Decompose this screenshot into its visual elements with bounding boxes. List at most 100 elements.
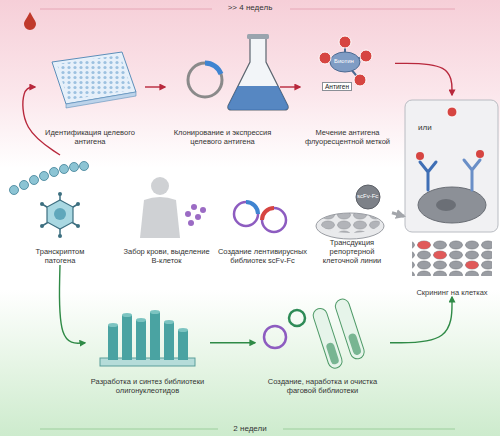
phage-plasmid	[289, 310, 305, 326]
process-step: Разработка и синтез библиотеки олигонукл…	[85, 300, 210, 395]
phage-tubes	[311, 297, 367, 370]
flask	[247, 34, 269, 39]
oligo-synthesis	[150, 310, 160, 314]
transduced-cell	[356, 185, 380, 209]
virus	[42, 194, 78, 236]
oligo-synthesis	[164, 320, 174, 324]
virus	[42, 204, 78, 226]
timeline-line	[40, 429, 218, 430]
molecule-label: Биотин	[334, 58, 354, 65]
process-step: Создание лентивирусных библиотек scFv-Fc	[215, 170, 310, 265]
human-silhouette	[140, 177, 180, 238]
process-step: Забор крови, выделение В-клеток	[120, 170, 213, 265]
b-cells	[185, 211, 191, 217]
transcript-beads	[50, 168, 59, 177]
step-caption: Забор крови, выделение В-клеток	[120, 247, 213, 265]
labeled-antigen	[325, 58, 345, 62]
step-caption: Клонирование и экспрессия целевого антиг…	[165, 128, 280, 146]
oligo-synthesis	[178, 330, 188, 360]
flow-arrow	[23, 87, 60, 155]
transcript-beads	[30, 176, 39, 185]
phage-plasmid	[264, 310, 305, 348]
timeline-line	[40, 9, 455, 10]
process-step: Трансдукция репортерной клеточной линии	[312, 170, 392, 265]
labeled-antigen	[330, 52, 360, 72]
labeled-antigen	[339, 36, 351, 48]
step-caption: Создание, наработка и очистка фаговой би…	[255, 377, 390, 395]
b-cells	[191, 204, 197, 210]
transcript-beads	[80, 162, 89, 171]
step-caption: Мечение антигена флуоресцентной меткой	[300, 128, 395, 146]
phage-tubes	[311, 307, 343, 370]
transcript-beads	[60, 165, 69, 174]
process-step: Транскриптом патогена	[20, 155, 100, 265]
b-cells	[188, 220, 194, 226]
plasmid	[205, 63, 221, 74]
virus	[42, 204, 78, 226]
timeline-line	[283, 429, 455, 430]
virus	[40, 192, 80, 238]
oligo-synthesis	[100, 358, 195, 366]
cell-array	[466, 261, 479, 269]
molecule-label: Антиген	[322, 82, 352, 91]
transcript-beads	[20, 181, 29, 190]
plasmid	[234, 202, 286, 232]
well-plate	[52, 52, 136, 108]
flask	[228, 34, 288, 110]
flow-arrow	[59, 265, 85, 343]
well-plate	[52, 52, 136, 104]
well-plate	[57, 55, 132, 100]
labeled-antigen	[344, 42, 346, 62]
process-step: Создание, наработка и очистка фаговой би…	[255, 300, 390, 395]
virus	[58, 234, 62, 238]
human-silhouette	[140, 197, 180, 238]
screening-panel	[436, 199, 456, 211]
screening-panel	[420, 162, 436, 190]
flow-arrow	[145, 86, 165, 87]
screening-panel	[418, 187, 486, 223]
step-caption: Разработка и синтез библиотеки олигонукл…	[85, 377, 210, 395]
labeled-antigen	[360, 50, 372, 62]
flow-arrow	[280, 86, 300, 87]
transcript-beads	[10, 162, 89, 195]
oligo-synthesis	[178, 328, 188, 332]
phage-tubes	[348, 332, 362, 355]
step-caption: Идентификация целевого антигена	[35, 128, 145, 146]
labeled-antigen	[319, 52, 331, 64]
oligo-synthesis	[150, 312, 160, 360]
virus	[54, 208, 66, 220]
virus	[76, 202, 80, 206]
cell-array	[412, 240, 492, 276]
petri-dish	[320, 213, 380, 233]
plasmid	[188, 63, 222, 97]
virus	[47, 200, 73, 229]
oligo-synthesis	[108, 310, 188, 332]
process-step: Клонирование и экспрессия целевого антиг…	[165, 28, 280, 146]
virus	[76, 224, 80, 228]
flow-arrow	[395, 63, 452, 95]
virus	[40, 224, 44, 228]
flow-arrow	[210, 342, 255, 343]
time-band: 2 недели Разработка и синтез библиотеки о…	[0, 290, 500, 436]
labeled-antigen	[319, 36, 372, 86]
transcript-beads	[40, 172, 49, 181]
phage-tubes	[334, 297, 366, 360]
duration-label: 2 недели	[233, 424, 266, 433]
oligo-synthesis	[108, 312, 188, 360]
timeline-line	[40, 429, 455, 430]
petri-dish	[316, 213, 384, 239]
timeline-line	[290, 9, 455, 10]
construct-label: scFv-Fc	[357, 193, 378, 200]
cell-array	[418, 241, 431, 249]
virus	[59, 194, 61, 236]
alternative-label: или	[418, 124, 432, 133]
plasmid	[188, 63, 222, 97]
phage-tubes	[325, 342, 339, 365]
step-caption: Скрининг на клетках	[416, 288, 487, 297]
process-step: Мечение антигена флуоресцентной меткой	[300, 28, 395, 146]
virus	[58, 192, 62, 196]
petri-dish	[316, 213, 384, 239]
